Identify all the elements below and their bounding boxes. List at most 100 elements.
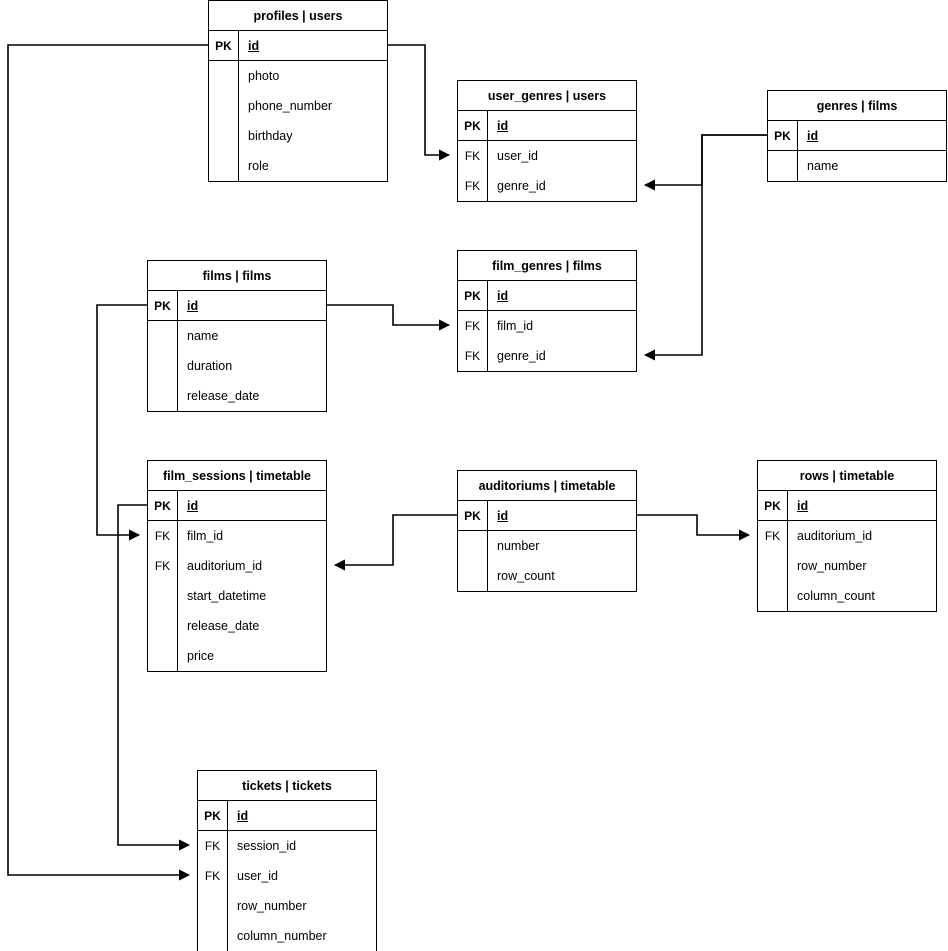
attribute-key-marker: [768, 151, 798, 181]
attribute-row[interactable]: release_date: [148, 381, 326, 411]
attribute-key-marker: FK: [198, 831, 228, 861]
attribute-key-marker: FK: [458, 311, 488, 341]
attribute-name: user_id: [497, 149, 538, 163]
attribute-name: genre_id: [497, 179, 546, 193]
attribute-key-marker: PK: [198, 801, 228, 830]
attribute-name: id: [497, 508, 509, 523]
attribute-name: photo: [248, 69, 280, 83]
attribute-row[interactable]: name: [768, 151, 946, 181]
relationship-films-id-to-film-sessions-film-id: [96, 304, 147, 541]
attribute-key-marker: [758, 581, 788, 611]
attribute-name: release_date: [187, 619, 260, 633]
attribute-row[interactable]: start_datetime: [148, 581, 326, 611]
entity-title-film_genres: film_genres | films: [458, 251, 636, 281]
entity-title-film_sessions: film_sessions | timetable: [148, 461, 326, 491]
attribute-key-marker: [758, 551, 788, 581]
attribute-key-marker: [209, 91, 239, 121]
attribute-row[interactable]: price: [148, 641, 326, 671]
attribute-row[interactable]: PK id: [768, 121, 946, 151]
attribute-key-marker: FK: [458, 171, 488, 201]
attribute-name: row_number: [797, 559, 867, 573]
attribute-name: id: [807, 128, 819, 143]
attribute-row[interactable]: column_number: [198, 921, 376, 951]
attribute-name: id: [248, 38, 260, 53]
attribute-name: role: [248, 159, 269, 173]
attribute-key-marker: PK: [209, 31, 239, 60]
relationship-profiles-id-to-user-genres-user-id: [388, 44, 451, 161]
attribute-row[interactable]: PK id: [148, 291, 326, 321]
attribute-key-marker: PK: [458, 501, 488, 530]
attribute-name: id: [187, 298, 199, 313]
attribute-key-marker: [198, 891, 228, 921]
attribute-key-marker: FK: [148, 551, 178, 581]
attribute-row[interactable]: row_number: [198, 891, 376, 921]
attribute-key-marker: [209, 61, 239, 91]
attribute-row[interactable]: phone_number: [209, 91, 387, 121]
attribute-name: id: [497, 288, 509, 303]
attribute-name: phone_number: [248, 99, 333, 113]
attribute-name: start_datetime: [187, 589, 267, 603]
attribute-name: release_date: [187, 389, 260, 403]
attribute-name: price: [187, 649, 215, 663]
attribute-row[interactable]: duration: [148, 351, 326, 381]
relationship-genres-id-to-film-genres-genre-id: [643, 134, 767, 361]
attribute-row[interactable]: PK id: [458, 501, 636, 531]
attribute-key-marker: PK: [768, 121, 798, 150]
attribute-key-marker: PK: [148, 291, 178, 320]
attribute-name: session_id: [237, 839, 297, 853]
attribute-row[interactable]: row_number: [758, 551, 936, 581]
attribute-row[interactable]: number: [458, 531, 636, 561]
entity-title-rows: rows | timetable: [758, 461, 936, 491]
attribute-key-marker: [209, 151, 239, 181]
attribute-key-marker: [148, 351, 178, 381]
attribute-key-marker: [148, 611, 178, 641]
attribute-name: column_count: [797, 589, 875, 603]
attribute-row[interactable]: release_date: [148, 611, 326, 641]
attribute-row[interactable]: FK session_id: [198, 831, 376, 861]
entity-attributes-profiles: PK id photo phone_number birthday role: [209, 31, 387, 181]
attribute-name: auditorium_id: [797, 529, 873, 543]
entity-title-tickets: tickets | tickets: [198, 771, 376, 801]
attribute-row[interactable]: role: [209, 151, 387, 181]
attribute-name: film_id: [187, 529, 224, 543]
entity-title-films: films | films: [148, 261, 326, 291]
attribute-row[interactable]: FK genre_id: [458, 171, 636, 201]
attribute-name: row_number: [237, 899, 307, 913]
relationship-auditoriums-id-to-rows-auditorium-id: [637, 514, 751, 541]
attribute-row[interactable]: photo: [209, 61, 387, 91]
attribute-row[interactable]: PK id: [209, 31, 387, 61]
attribute-row[interactable]: birthday: [209, 121, 387, 151]
attribute-key-marker: [148, 321, 178, 351]
attribute-name: id: [497, 118, 509, 133]
attribute-row[interactable]: row_count: [458, 561, 636, 591]
attribute-key-marker: [148, 641, 178, 671]
attribute-row[interactable]: name: [148, 321, 326, 351]
attribute-name: name: [807, 159, 839, 173]
attribute-row[interactable]: column_count: [758, 581, 936, 611]
